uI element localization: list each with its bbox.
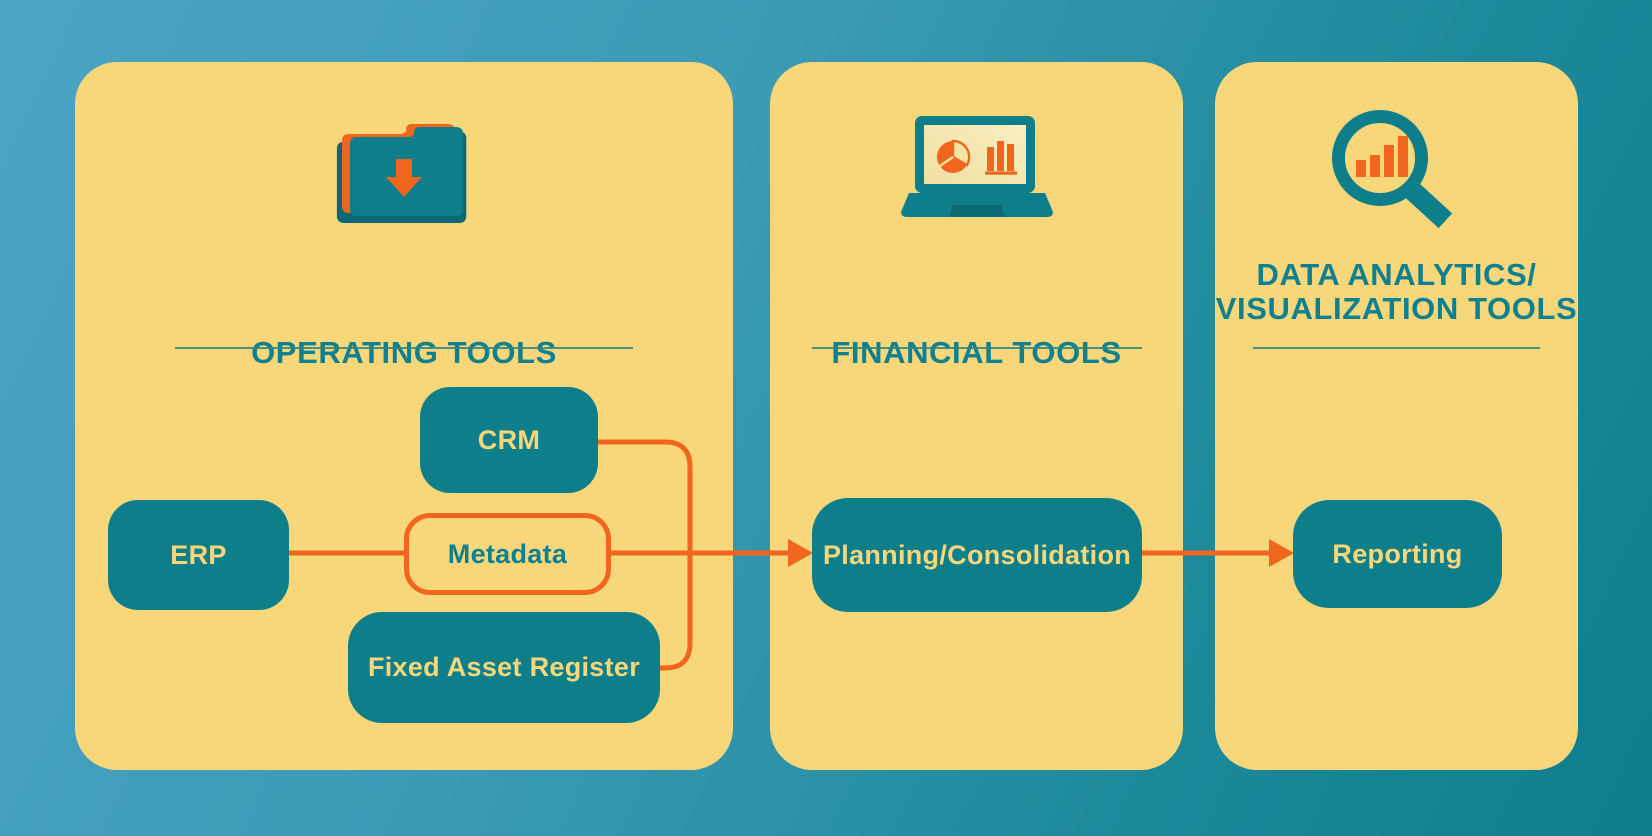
title-line: OPERATING TOOLS — [251, 335, 557, 370]
node-label: CRM — [477, 424, 541, 455]
title-underline — [175, 347, 633, 349]
pie-chart-icon — [937, 139, 971, 173]
node-label: Reporting — [1332, 538, 1463, 569]
title-line: DATA ANALYTICS/ — [1256, 257, 1537, 292]
node-fixed-asset-register: Fixed Asset Register — [348, 612, 660, 723]
panel-title-operating-tools: OPERATING TOOLS — [75, 336, 733, 370]
panel-data-analytics: DATA ANALYTICS/ VISUALIZATION TOOLS — [1215, 62, 1578, 770]
title-underline — [812, 347, 1142, 349]
node-planning-consolidation: Planning/Consolidation — [812, 498, 1142, 612]
node-label: Fixed Asset Register — [367, 652, 641, 682]
node-crm: CRM — [420, 387, 598, 493]
node-erp: ERP — [108, 500, 289, 610]
node-reporting: Reporting — [1293, 500, 1502, 608]
title-underline — [1253, 347, 1540, 349]
node-metadata: Metadata — [404, 513, 611, 595]
folder-download-icon — [336, 124, 467, 224]
laptop-charts-icon — [901, 116, 1053, 217]
node-label: Metadata — [447, 538, 568, 569]
node-label: ERP — [170, 539, 227, 570]
magnifier-bar-chart-icon — [1332, 110, 1453, 229]
panel-financial-tools: FINANCIAL TOOLS — [770, 62, 1183, 770]
bar-chart-icon — [985, 141, 1017, 175]
panel-title-data-analytics: DATA ANALYTICS/ VISUALIZATION TOOLS — [1215, 258, 1578, 326]
download-arrow-icon — [386, 159, 422, 197]
node-label: Planning/Consolidation — [822, 539, 1132, 570]
title-line: VISUALIZATION TOOLS — [1215, 291, 1578, 326]
panel-title-financial-tools: FINANCIAL TOOLS — [770, 336, 1183, 370]
title-line: FINANCIAL TOOLS — [831, 335, 1122, 370]
bar-chart-icon — [1356, 136, 1408, 177]
